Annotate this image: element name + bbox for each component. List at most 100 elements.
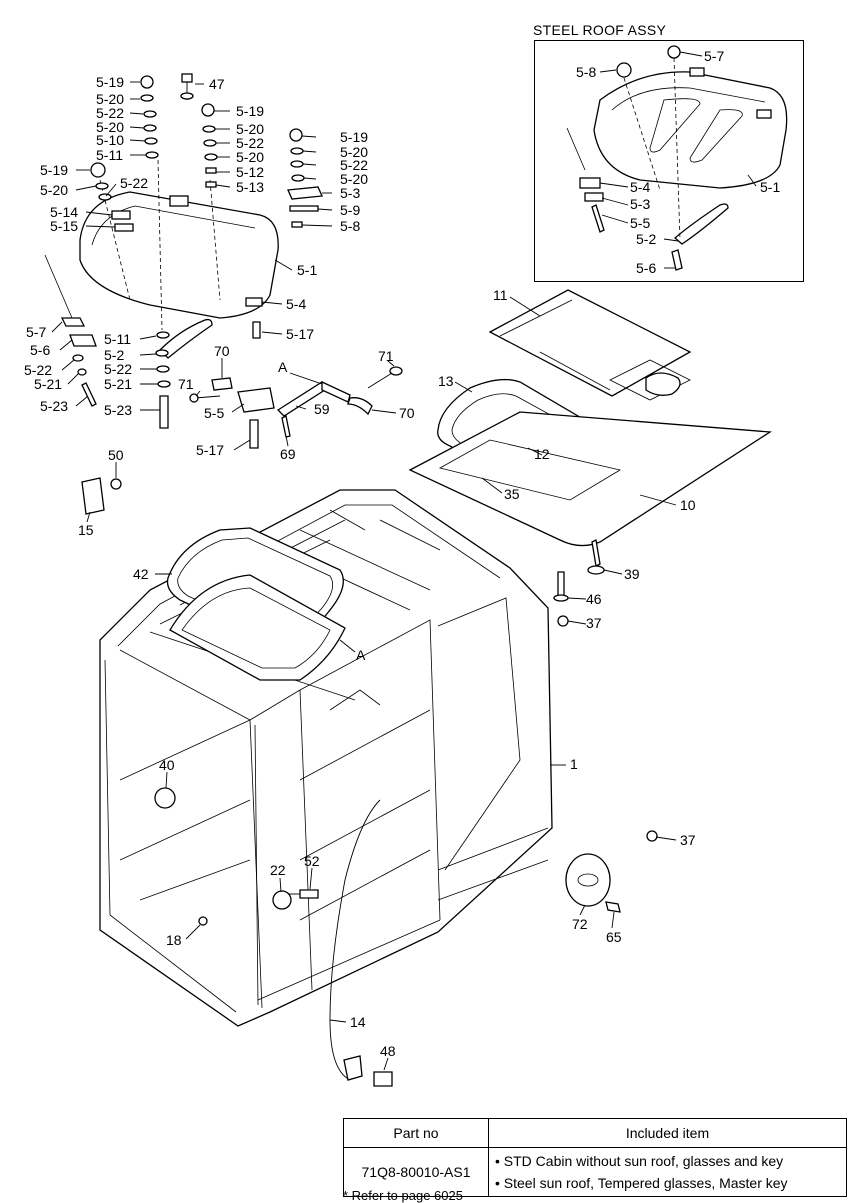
label-5-4: 5-4 [286,296,306,312]
label-5-6: 5-6 [30,342,50,358]
label-A-2: A [356,647,366,663]
inset-label-5-2: 5-2 [636,231,656,247]
label-5-22-d: 5-22 [340,157,368,173]
label-47: 47 [209,76,225,92]
inset-label-5-3: 5-3 [630,196,650,212]
washer-stack-b [90,162,112,201]
label-5-9: 5-9 [340,202,360,218]
included-item-2: • Steel sun roof, Tempered glasses, Mast… [495,1175,788,1191]
label-5-22-b: 5-22 [120,175,148,191]
label-5-19-a: 5-19 [96,74,124,90]
label-5-17-b: 5-17 [196,442,224,458]
label-5-17-a: 5-17 [286,326,314,342]
bolt-47 [180,73,194,100]
label-5-5: 5-5 [204,405,224,421]
label-37-a: 37 [586,615,602,631]
inset-label-5-7: 5-7 [704,48,724,64]
table-header-row: Part no Included item [343,1118,847,1148]
label-69: 69 [280,446,296,462]
washer-stack-a [140,75,159,159]
label-5-11-b: 5-11 [104,331,131,347]
label-71-b: 71 [378,348,394,364]
table-row: 71Q8-80010-AS1 • STD Cabin without sun r… [343,1147,847,1197]
label-5-19-d: 5-19 [340,129,368,145]
label-A-1: A [278,359,288,375]
label-5-20-c: 5-20 [40,182,68,198]
label-70-a: 70 [214,343,230,359]
parts-table: Part no Included item 71Q8-80010-AS1 • S… [343,1118,847,1197]
label-52: 52 [304,853,320,869]
label-70-b: 70 [399,405,415,421]
leader-lines [51,51,757,1071]
inset-label-5-8: 5-8 [576,64,596,80]
label-37-b: 37 [680,832,696,848]
label-39: 39 [624,566,640,582]
label-5-19-b: 5-19 [40,162,68,178]
label-50: 50 [108,447,124,463]
label-14: 14 [350,1014,366,1030]
label-5-22-e: 5-22 [24,362,52,378]
label-5-13: 5-13 [236,179,264,195]
cell-part-no: 71Q8-80010-AS1 [343,1147,489,1197]
footnote: * Refer to page 6025 [343,1188,463,1203]
callout-labels: 5-19 5-20 5-22 5-20 5-10 5-11 5-19 5-20 … [24,48,780,1059]
label-59: 59 [314,401,330,417]
label-5-23-a: 5-23 [40,398,68,414]
sunroof-parts [408,289,772,627]
washer-stack-c [201,103,218,188]
included-item-1: • STD Cabin without sun roof, glasses an… [495,1153,784,1169]
label-72: 72 [572,916,588,932]
label-5-11-a: 5-11 [96,147,123,163]
label-12: 12 [534,446,550,462]
label-5-20-b: 5-20 [96,119,124,135]
label-11: 11 [493,287,508,303]
label-5-19-c: 5-19 [236,103,264,119]
label-46: 46 [586,591,602,607]
label-13: 13 [438,373,454,389]
label-5-1: 5-1 [297,262,317,278]
label-5-10: 5-10 [96,132,124,148]
label-5-22-f: 5-22 [104,361,132,377]
label-65: 65 [606,929,622,945]
washer-stack-d [287,128,323,228]
label-5-21-a: 5-21 [34,376,62,392]
label-5-21-b: 5-21 [104,376,132,392]
label-5-23-b: 5-23 [104,402,132,418]
steel-roof-assy-box [534,40,804,282]
label-22: 22 [270,862,286,878]
assy-box-title: STEEL ROOF ASSY [533,22,667,38]
label-5-20-d: 5-20 [236,121,264,137]
inset-roof-drawing [566,45,788,271]
header-included-item: Included item [488,1118,847,1148]
label-5-12: 5-12 [236,164,264,180]
lock-plate-72 [565,853,621,913]
label-5-14: 5-14 [50,204,78,220]
window-seal-42 [166,527,346,681]
label-10: 10 [680,497,696,513]
label-5-20-g: 5-20 [340,171,368,187]
gas-strut-assembly [189,366,403,449]
bracket-15 [81,477,122,515]
inset-label-5-4: 5-4 [630,179,650,195]
label-15: 15 [78,522,94,538]
label-5-2: 5-2 [104,347,124,363]
label-5-3: 5-3 [340,185,360,201]
cable-14 [329,799,381,1081]
inset-label-5-6: 5-6 [636,260,656,276]
label-42: 42 [133,566,149,582]
label-5-20-a: 5-20 [96,91,124,107]
label-35: 35 [504,486,520,502]
label-5-22-c: 5-22 [236,135,264,151]
cell-included-items: • STD Cabin without sun roof, glasses an… [488,1147,847,1197]
inset-label-5-5: 5-5 [630,215,650,231]
label-5-15: 5-15 [50,218,78,234]
label-48: 48 [380,1043,396,1059]
label-5-20-e: 5-20 [236,149,264,165]
header-part-no: Part no [343,1118,489,1148]
label-5-20-f: 5-20 [340,144,368,160]
label-18: 18 [166,932,182,948]
label-71-a: 71 [178,376,194,392]
roof-exploded-drawing [44,73,323,429]
label-5-8: 5-8 [340,218,360,234]
